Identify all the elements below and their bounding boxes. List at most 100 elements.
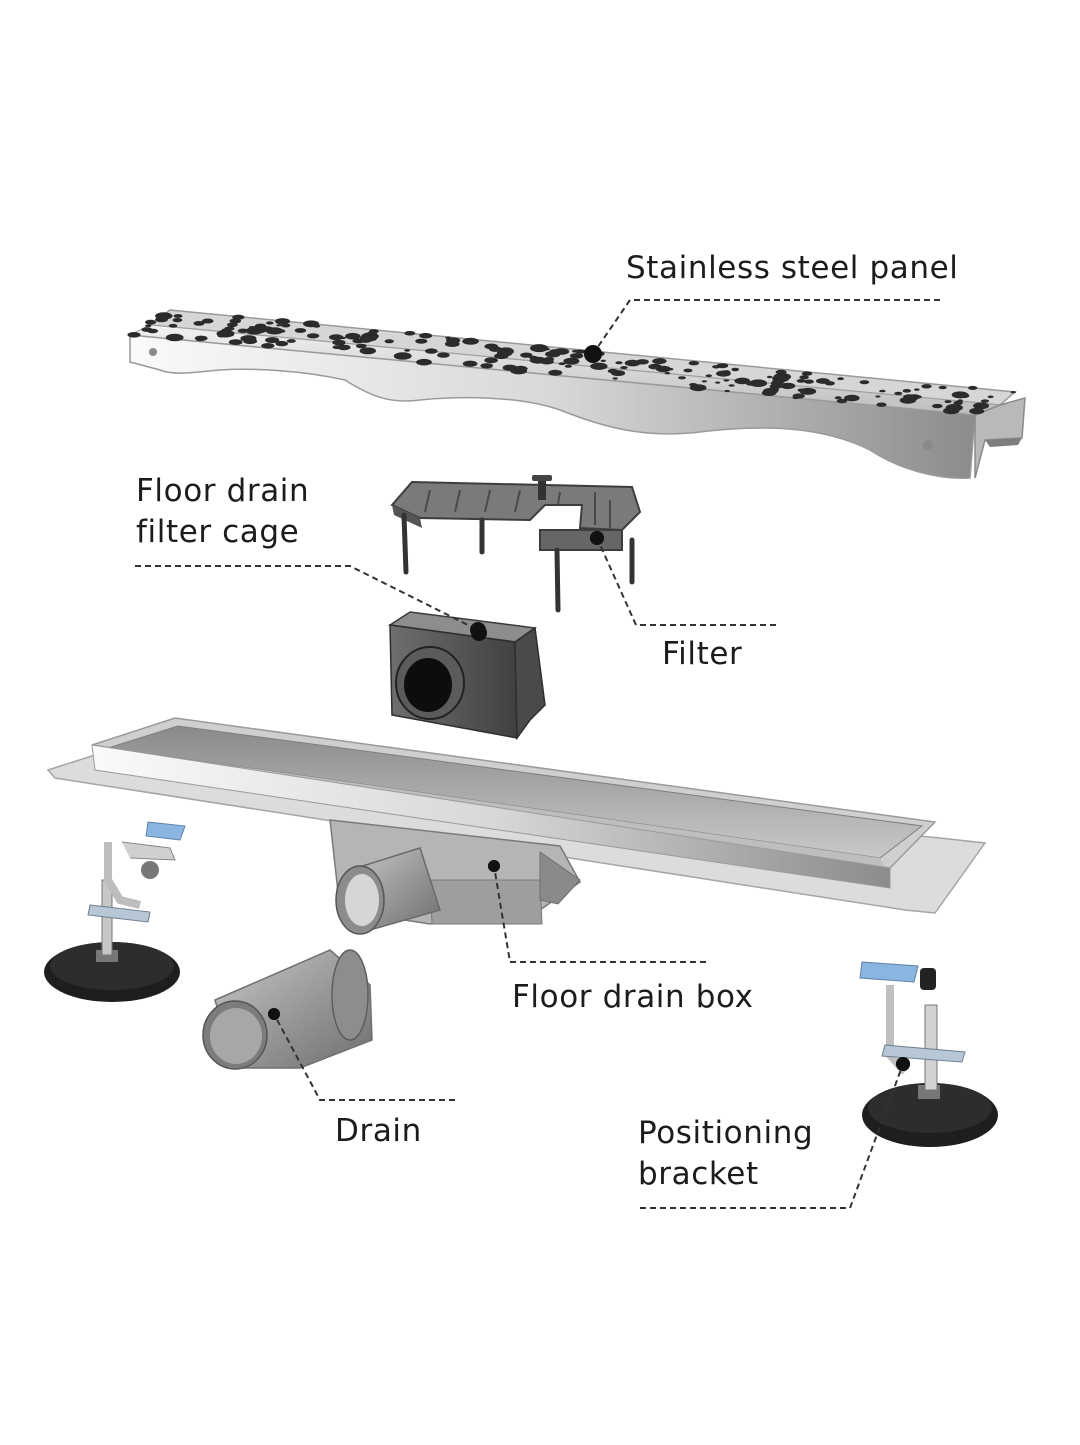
panel-perforation — [590, 362, 608, 370]
anchor-dot-bracket — [896, 1057, 910, 1071]
label-positioning-line2: bracket — [638, 1156, 759, 1192]
panel-perforation — [545, 351, 561, 358]
panel-perforation — [313, 324, 321, 328]
panel-perforation — [792, 396, 799, 400]
panel-perforation — [932, 403, 943, 409]
panel-perforation — [834, 396, 842, 400]
panel-perforation — [796, 379, 806, 383]
label-filter-cage-line1: Floor drain — [136, 473, 310, 509]
panel-perforation — [987, 395, 994, 399]
anchor-dot-panel — [584, 345, 602, 363]
panel-perforation — [968, 385, 978, 390]
panel-perforation — [364, 332, 372, 336]
panel-perforation — [667, 367, 674, 371]
panel-perforation — [228, 339, 243, 345]
positioning-bracket-left — [44, 821, 186, 1002]
panel-perforation — [480, 363, 494, 369]
panel-perforation — [165, 333, 184, 342]
label-filter-cage-line2: filter cage — [136, 514, 300, 550]
panel-perforation — [969, 407, 985, 415]
panel-perforation — [615, 361, 623, 365]
label-filter: Filter — [662, 636, 743, 672]
stainless-steel-panel — [127, 309, 1026, 479]
panel-perforation — [237, 328, 249, 333]
panel-perforation — [419, 332, 433, 339]
label-stainless-steel-panel: Stainless steel panel — [626, 250, 959, 286]
anchor-dot-filter — [590, 531, 604, 545]
panel-perforation — [173, 314, 183, 318]
panel-perforation — [340, 336, 346, 340]
panel-perforation — [836, 398, 848, 404]
panel-perforation — [462, 360, 478, 367]
panel-perforation — [294, 328, 307, 333]
anchor-dot-cage — [470, 622, 486, 638]
panel-perforation — [558, 362, 566, 366]
panel-perforation — [837, 377, 844, 381]
panel-perforation — [879, 389, 886, 393]
panel-perforation — [678, 376, 686, 380]
panel-perforation — [306, 333, 320, 339]
label-floor-drain-box: Floor drain box — [512, 979, 754, 1015]
panel-perforation — [723, 379, 730, 382]
leader-bracket — [640, 1063, 904, 1209]
panel-perforation — [572, 349, 579, 353]
label-positioning-line1: Positioning — [638, 1115, 814, 1151]
anchor-dots — [268, 345, 910, 1071]
panel-perforation — [530, 344, 548, 352]
panel-perforation — [780, 382, 796, 390]
floor-drain-channel — [46, 717, 987, 914]
panel-perforation — [977, 404, 985, 408]
panel-perforation — [731, 367, 740, 372]
panel-perforation — [253, 325, 265, 330]
panel-perforation — [816, 378, 830, 384]
filter-cage-box — [387, 611, 546, 741]
panel-perforation — [688, 361, 699, 366]
panel-perforation — [715, 381, 721, 384]
panel-perforation — [261, 343, 275, 349]
panel-perforation — [404, 331, 416, 336]
drain-pipe — [202, 949, 373, 1070]
panel-perforation — [539, 358, 554, 365]
leader-panel — [592, 299, 940, 355]
panel-perforation — [277, 329, 286, 333]
panel-perforation — [705, 374, 712, 378]
leader-lines — [135, 299, 940, 1209]
panel-perforation — [953, 400, 963, 405]
panel-perforation — [944, 400, 952, 404]
panel-perforation — [416, 358, 432, 366]
filter-cage-frame — [390, 475, 642, 613]
panel-perforation — [201, 318, 214, 324]
anchor-dot-box — [488, 860, 500, 872]
panel-perforation — [844, 394, 860, 402]
panel-perforation — [393, 352, 412, 360]
panel-perforation — [276, 324, 282, 327]
panel-perforation — [1010, 391, 1016, 394]
panel-perforation — [611, 370, 626, 377]
panel-perforation — [799, 375, 809, 380]
panel-perforation — [147, 328, 159, 334]
panel-perforation — [734, 377, 751, 385]
panel-perforation — [484, 357, 498, 364]
panel-perforation — [329, 334, 344, 341]
panel-perforation — [243, 338, 258, 345]
panel-perforation — [620, 366, 628, 370]
panel-perforation — [462, 337, 479, 345]
panel-perforation — [624, 359, 641, 367]
panel-perforation — [716, 370, 731, 377]
panel-perforation — [903, 394, 916, 400]
panel-perforation — [359, 334, 378, 342]
panel-perforation — [275, 340, 289, 347]
panel-perforation — [359, 347, 376, 355]
panel-perforation — [902, 389, 911, 393]
panel-perforation — [193, 321, 205, 326]
panel-perforation — [286, 339, 296, 343]
panel-perforation — [217, 334, 225, 338]
panel-perforation — [275, 318, 290, 325]
panel-perforation — [496, 349, 513, 357]
panel-perforation — [437, 352, 450, 358]
panel-perforation — [196, 337, 205, 342]
panel-perforation — [446, 337, 461, 344]
panel-perforation — [913, 395, 922, 399]
panel-perforation — [799, 387, 817, 395]
